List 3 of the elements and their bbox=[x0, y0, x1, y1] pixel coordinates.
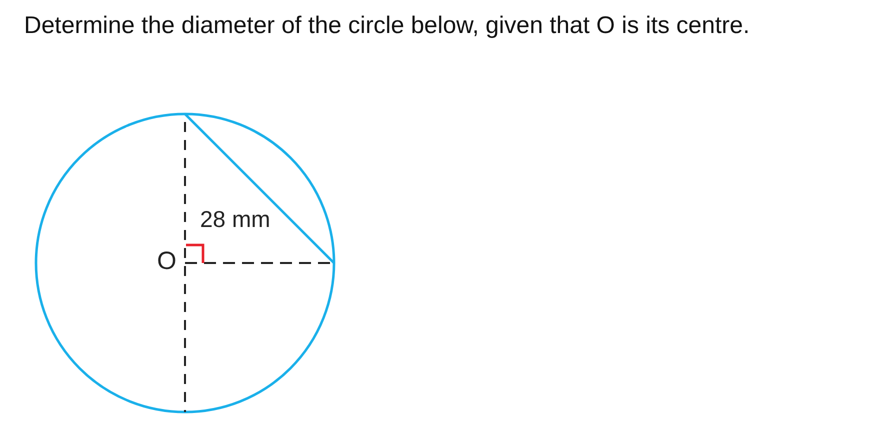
centre-label: O bbox=[157, 247, 176, 276]
dimension-label: 28 mm bbox=[200, 206, 270, 233]
question-text: Determine the diameter of the circle below, given that O is its centre. bbox=[24, 11, 751, 41]
